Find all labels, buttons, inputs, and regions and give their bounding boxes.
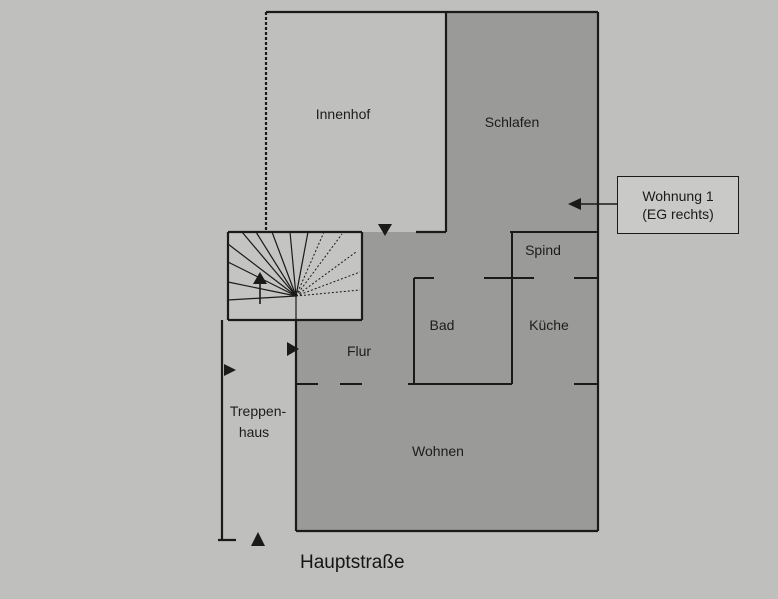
stair-dashed-treads <box>295 231 361 297</box>
entrance-marker-courtyard <box>378 224 392 236</box>
callout-line-2: (EG rechts) <box>642 206 714 222</box>
callout-arrow-head <box>568 198 581 210</box>
entrance-marker-flur <box>287 342 299 356</box>
apartment-area <box>296 12 598 531</box>
room-label-schlafen: Schlafen <box>484 114 540 130</box>
outer-walls <box>218 10 600 542</box>
room-label-kueche: Küche <box>529 317 569 333</box>
entrance-marker-street <box>251 532 265 546</box>
interior-walls <box>296 231 598 385</box>
room-label-wohnen: Wohnen <box>412 443 464 459</box>
entrance-marker-stairwell <box>224 364 236 376</box>
room-label-innenhof: Innenhof <box>315 106 371 122</box>
callout-line-1: Wohnung 1 <box>642 188 714 204</box>
stair-area <box>228 232 362 320</box>
room-label-spind: Spind <box>525 242 561 258</box>
stair-arrow-head <box>253 272 267 284</box>
apartment-callout: Wohnung 1 (EG rechts) <box>617 176 739 234</box>
room-label-flur: Flur <box>346 343 372 359</box>
room-label-bad: Bad <box>429 317 455 333</box>
room-label-treppenhaus-1: Treppen- <box>229 403 287 419</box>
street-label: Hauptstraße <box>300 552 405 573</box>
room-label-treppenhaus-2: haus <box>238 424 270 440</box>
